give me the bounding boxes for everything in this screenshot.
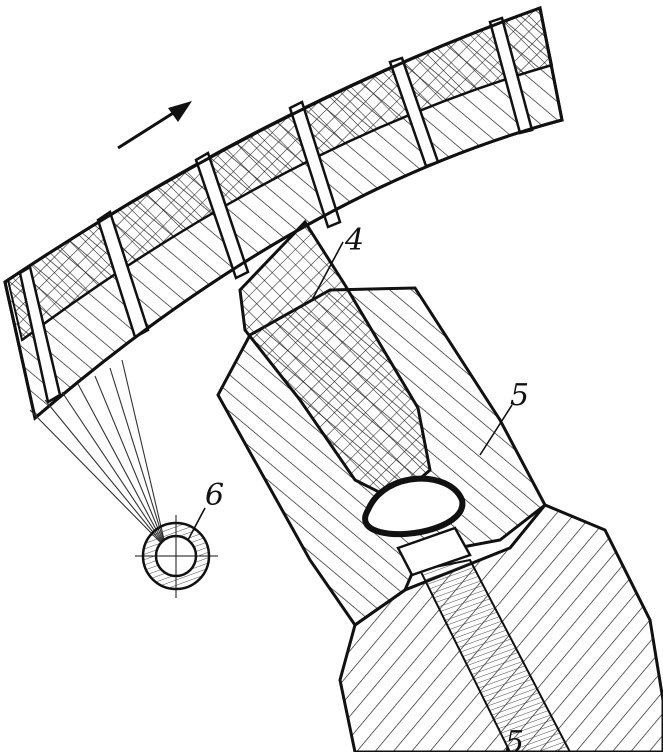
callout-5: 5 [510,378,529,413]
workpiece-layer-boundary [21,63,553,342]
rotating-workpiece [3,5,564,421]
spring-seal [362,475,472,577]
coolant-spray-lines [29,359,167,549]
callout-4: 4 [344,223,364,258]
holder-rod [418,558,572,752]
callout-6: 6 [205,478,224,513]
callout-bottom: 5 [505,725,524,752]
coolant-nozzle [135,515,218,598]
rotation-direction-arrow [117,101,192,150]
leader-lines [187,241,513,541]
segment-gaps [18,16,534,404]
